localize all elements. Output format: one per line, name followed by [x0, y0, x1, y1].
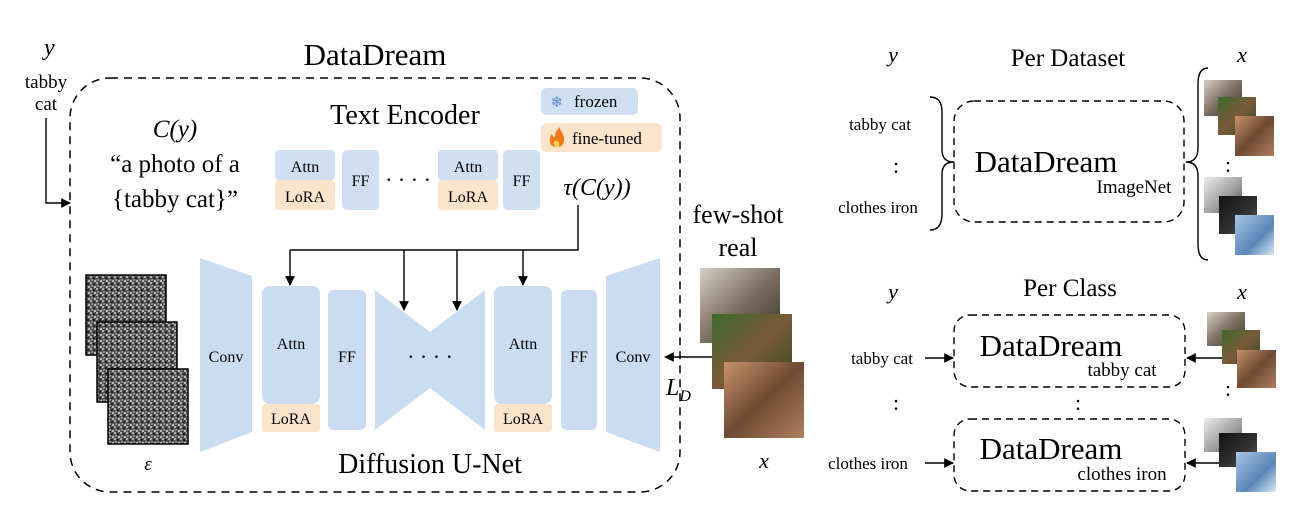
- input-class-text-line-2: cat: [35, 94, 58, 115]
- text-encoder-ff-block-1: FF: [342, 150, 379, 210]
- prompt-line-2: {tabby cat}”: [112, 186, 238, 213]
- unet-conv-decoder: [606, 258, 660, 452]
- unet-ff-block-1: FF: [328, 290, 366, 430]
- per-class-cat-images: [1207, 312, 1276, 388]
- unet-ff-block-2: FF: [561, 290, 597, 430]
- text-encoder-attn-block-1: Attn LoRA: [275, 150, 335, 210]
- text-encoder-ff-block-2: FF: [503, 150, 540, 210]
- per-dataset-cat-images: [1204, 80, 1274, 156]
- per-dataset-imagenet-label: ImageNet: [1097, 177, 1173, 198]
- per-class-class-1: tabby cat: [851, 349, 913, 368]
- per-dataset-right-brace: [1185, 67, 1209, 261]
- per-dataset-class-2: clothes iron: [838, 198, 918, 217]
- few-shot-real-images: [700, 268, 804, 438]
- lora-label: LoRA: [503, 411, 543, 428]
- per-class-y-variable: y: [886, 279, 898, 304]
- prompt-line-1: “a photo of a: [110, 151, 240, 178]
- lora-label: LoRA: [448, 189, 488, 206]
- unet-bottleneck: [375, 290, 485, 430]
- conv-label: Conv: [616, 349, 651, 366]
- per-dataset-title: Per Dataset: [1011, 45, 1126, 72]
- per-class-images-vdots: :: [1225, 376, 1231, 401]
- legend-fine-tuned-label: fine-tuned: [572, 129, 642, 148]
- conditioning-line: [290, 205, 579, 251]
- ff-label: FF: [352, 173, 370, 190]
- left-y-variable: y: [42, 35, 55, 61]
- lora-label: LoRA: [271, 411, 311, 428]
- per-dataset-datadream-label: DataDream: [975, 144, 1118, 179]
- epsilon-label: ε: [144, 454, 152, 475]
- per-class-class-2: clothes iron: [828, 454, 908, 473]
- per-class-datadream-box-1: [953, 314, 1186, 388]
- ff-label: FF: [338, 349, 356, 366]
- unet-attn-block-2: Attn LoRA: [494, 286, 552, 432]
- unet-ellipsis: · · · ·: [407, 344, 453, 369]
- per-class-x-variable: x: [1236, 279, 1247, 304]
- attn-label: Attn: [509, 336, 537, 353]
- few-shot-label-line-1: few-shot: [693, 200, 785, 229]
- tau-label: τ(C(y)): [563, 175, 630, 201]
- unet-title: Diffusion U-Net: [338, 449, 522, 480]
- per-class-datadream-label-1: DataDream: [980, 328, 1123, 363]
- encoder-ellipsis: · · · ·: [385, 167, 431, 192]
- attn-label: Attn: [291, 159, 319, 176]
- lora-label: LoRA: [285, 189, 325, 206]
- per-class-iron-images: [1204, 418, 1276, 492]
- per-dataset-vdots: :: [893, 153, 899, 178]
- per-class-vdots-middle: :: [1075, 390, 1081, 415]
- per-dataset-x-variable: x: [1236, 42, 1247, 67]
- legend-frozen-swatch: [541, 88, 638, 115]
- ff-label: FF: [513, 173, 531, 190]
- legend-fine-tuned-swatch: [541, 123, 662, 152]
- unet-attn-block-1: Attn LoRA: [262, 286, 320, 432]
- input-class-text-line-1: tabby: [25, 72, 68, 93]
- noise-images: [85, 274, 189, 445]
- snowflake-icon: ❄: [551, 93, 564, 111]
- input-arrow: [45, 118, 71, 208]
- legend-frozen-label: frozen: [574, 92, 618, 111]
- per-class-datadream-label-2: DataDream: [980, 431, 1123, 466]
- per-class-sub-label-2: clothes iron: [1077, 464, 1167, 485]
- few-shot-label-line-2: real: [719, 233, 758, 262]
- per-dataset-class-1: tabby cat: [849, 115, 911, 134]
- x-variable: x: [758, 448, 769, 473]
- flame-icon: [549, 127, 565, 147]
- attn-label: Attn: [454, 159, 482, 176]
- per-class-sub-label-1: tabby cat: [1087, 360, 1157, 381]
- attn-label: Attn: [277, 336, 305, 353]
- conv-label: Conv: [209, 349, 244, 366]
- per-dataset-images-vdots: :: [1225, 152, 1231, 177]
- per-class-datadream-box-2: [953, 418, 1186, 492]
- loss-label: LD: [665, 375, 691, 405]
- per-dataset-iron-images: [1204, 177, 1274, 255]
- text-encoder-attn-block-2: Attn LoRA: [438, 150, 498, 210]
- per-dataset-left-brace: [929, 96, 955, 231]
- per-class-vdots-left: :: [893, 390, 899, 415]
- datadream-outer-box: [69, 77, 681, 493]
- text-encoder-title: Text Encoder: [330, 100, 480, 131]
- condition-label: C(y): [153, 116, 197, 143]
- per-class-title: Per Class: [1023, 275, 1117, 302]
- datadream-title: DataDream: [304, 37, 447, 72]
- per-dataset-y-variable: y: [886, 42, 898, 67]
- unet-conv-encoder: [200, 258, 252, 452]
- ff-label: FF: [570, 349, 588, 366]
